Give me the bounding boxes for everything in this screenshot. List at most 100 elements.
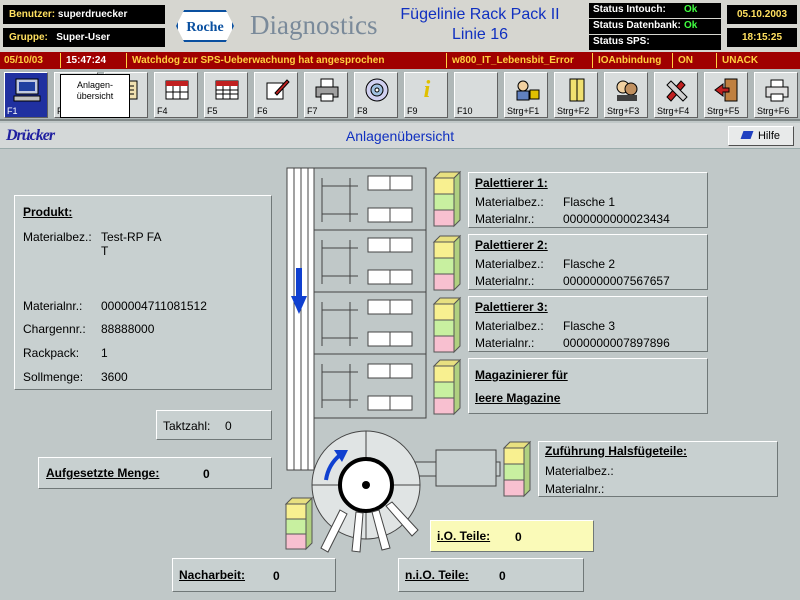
nio-panel: n.i.O. Teile: 0 [398, 558, 584, 592]
taktzahl-value: 0 [225, 419, 232, 433]
taktzahl-panel: Taktzahl: 0 [156, 410, 272, 440]
io-label: i.O. Teile: [437, 529, 491, 543]
station-gripper-frames [314, 178, 426, 408]
druecker-logo: Drücker [6, 127, 55, 144]
vertical-conveyor [286, 167, 315, 471]
group-box: Gruppe: Super-User [3, 28, 165, 47]
line-title-sub: Linie 16 [451, 26, 509, 43]
product-materialnr-value: 0000004711081512 [101, 299, 207, 313]
product-materialnr-label: Materialnr.: [23, 299, 83, 313]
user-label: Benutzer: [9, 9, 56, 20]
toolbar-button-f10[interactable]: F10 [454, 72, 498, 118]
magazinierer-title-line-1: Magazinierer für [475, 368, 568, 382]
diagnostics-text: Diagnostics [250, 10, 378, 40]
zufuehrung-panel: Zuführung Halsfügeteile: Materialbez.: M… [538, 441, 778, 497]
line-title: Fügelinie Rack Pack II Linie 16 [390, 5, 570, 45]
rack-slots [367, 175, 413, 411]
toolbar-button-strg-f6[interactable]: Strg+F6 [754, 72, 798, 118]
alarm-source: IOAnbindung [598, 55, 662, 66]
toolbar-button-strg-f1[interactable]: Strg+F1 [504, 72, 548, 118]
pallet-stack-2 [432, 234, 462, 292]
product-title: Produkt: [23, 205, 73, 219]
palettierer-materialbez-value: Flasche 1 [563, 195, 616, 209]
toolbar-button-f6[interactable]: F6 [254, 72, 298, 118]
product-panel: Produkt: Materialbez.: Test-RP FA T Mate… [14, 195, 272, 390]
palettierer-2-panel: Palettierer 2: Materialbez.: Flasche 2 M… [468, 234, 708, 290]
help-label: Hilfe [757, 130, 780, 142]
pallet-stack-rework [284, 496, 314, 551]
tooltip-line-1: Anlagen- [76, 80, 114, 90]
palettierer-materialnr-value: 0000000000023434 [563, 212, 670, 226]
print-icon [763, 77, 791, 103]
date-value: 05.10.2003 [736, 9, 788, 20]
toolbar-button-f4[interactable]: F4 [154, 72, 198, 118]
toolbar-button-f9[interactable]: i F9 [404, 72, 448, 118]
status-intouch-label: Status Intouch: [593, 4, 666, 15]
status-sps-label: Status SPS: [593, 36, 650, 47]
alarm-date: 05/10/03 [4, 55, 43, 66]
date-display: 05.10.2003 [727, 5, 797, 24]
toolbar-key-label: Strg+F4 [657, 106, 690, 116]
group-value: Super-User [56, 32, 111, 43]
status-sps: Status SPS: [589, 35, 721, 50]
palettierer-materialnr-value: 0000000007567657 [563, 274, 670, 288]
zufuehrung-title: Zuführung Halsfügeteile: [545, 444, 687, 458]
product-chargennr-label: Chargennr.: [23, 322, 86, 336]
line-title-main: Fügelinie Rack Pack II [400, 6, 560, 23]
status-db-label: Status Datenbank: [593, 20, 681, 31]
palettierer-materialbez-value: Flasche 3 [563, 319, 616, 333]
alarm-bar[interactable]: 05/10/03 15:47:24 Watchdog zur SPS-Ueber… [0, 52, 800, 69]
alarm-time: 15:47:24 [66, 55, 107, 66]
edit-icon [263, 77, 291, 103]
info-icon: i [423, 77, 431, 103]
station-block [313, 167, 427, 419]
flow-down-arrow-icon [291, 268, 307, 314]
nacharbeit-panel: Nacharbeit: 0 [172, 558, 336, 592]
user-value: superdruecker [57, 9, 128, 20]
palettierer-materialbez-value: Flasche 2 [563, 257, 616, 271]
palettierer-materialnr-label: Materialnr.: [475, 274, 535, 288]
nio-label: n.i.O. Teile: [405, 568, 469, 582]
envelope-icon [563, 77, 591, 103]
discharge-chutes [320, 501, 419, 553]
nacharbeit-label: Nacharbeit: [179, 568, 246, 582]
zufuehrung-materialnr-label: Materialnr.: [545, 482, 605, 496]
time-display: 18:15:25 [727, 28, 797, 47]
magazinierer-title-line-2: leere Magazine [475, 391, 561, 405]
product-materialbez-value-2: T [101, 244, 109, 258]
toolbar-key-label: Strg+F5 [707, 106, 740, 116]
magazinierer-panel: Magazinierer für leere Magazine [468, 358, 708, 414]
toolbar-button-f7[interactable]: F7 [304, 72, 348, 118]
exit-door-icon [713, 77, 741, 103]
roche-hexagon-icon: Roche [176, 10, 234, 42]
toolbar-button-f8[interactable]: F8 [354, 72, 398, 118]
status-db: Status Datenbank: Ok [589, 19, 721, 34]
group-label: Gruppe: [9, 32, 48, 43]
palettierer-materialbez-label: Materialbez.: [475, 257, 544, 271]
toolbar-key-label: F10 [457, 106, 473, 116]
toolbar-button-strg-f4[interactable]: Strg+F4 [654, 72, 698, 118]
users-icon [613, 77, 641, 103]
help-button[interactable]: Hilfe [728, 126, 794, 146]
function-key-toolbar: F1 F2 F3 F4 F5 F6 F7 F8 i F9 F10 Strg+F1… [0, 69, 800, 121]
io-panel: i.O. Teile: 0 [430, 520, 594, 552]
toolbar-button-f5[interactable]: F5 [204, 72, 248, 118]
palettierer-materialnr-value: 0000000007897896 [563, 336, 670, 350]
table-icon [163, 77, 191, 103]
printer-icon [313, 77, 341, 103]
toolbar-button-strg-f5[interactable]: Strg+F5 [704, 72, 748, 118]
product-rackpack-label: Rackpack: [23, 346, 80, 360]
toolbar-button-f1[interactable]: F1 [4, 72, 48, 118]
tools-icon [663, 77, 691, 103]
toolbar-key-label: Strg+F3 [607, 106, 640, 116]
toolbar-button-strg-f3[interactable]: Strg+F3 [604, 72, 648, 118]
toolbar-key-label: F5 [207, 106, 218, 116]
grid-icon [213, 77, 241, 103]
alarm-state: ON [678, 55, 693, 66]
toolbar-key-label: Strg+F6 [757, 106, 790, 116]
toolbar-button-strg-f2[interactable]: Strg+F2 [554, 72, 598, 118]
page-title-bar: Drücker Anlagenübersicht Hilfe [0, 123, 800, 149]
palettierer-1-panel: Palettierer 1: Materialbez.: Flasche 1 M… [468, 172, 708, 228]
user-lock-icon [513, 77, 541, 103]
